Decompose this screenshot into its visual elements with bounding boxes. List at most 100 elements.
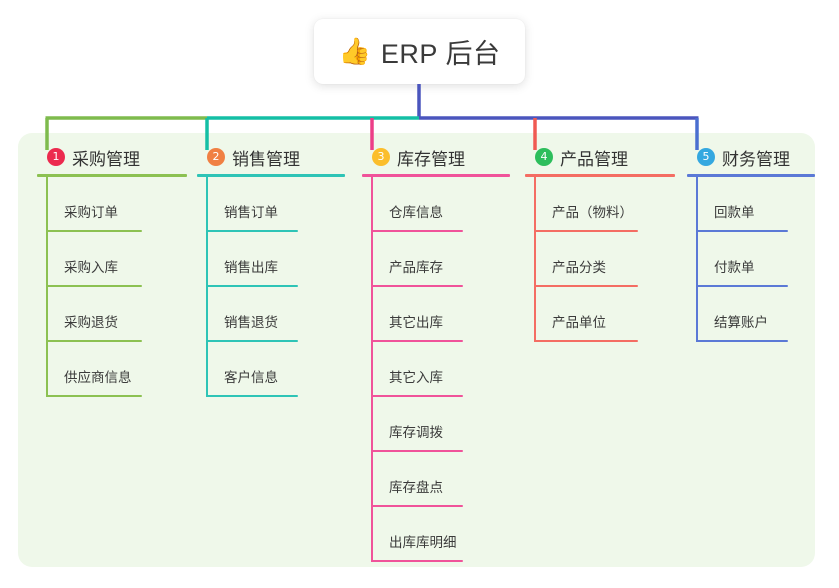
branch-column-5: 5 财务管理回款单付款单结算账户 bbox=[687, 144, 815, 342]
leaf-item[interactable]: 销售出库 bbox=[197, 232, 345, 287]
branch-spine bbox=[46, 177, 48, 397]
leaf-rule bbox=[696, 230, 788, 232]
leaf-label: 其它出库 bbox=[389, 315, 443, 330]
branch-header-rule bbox=[687, 174, 815, 177]
root-node[interactable]: 👍 ERP 后台 bbox=[314, 19, 525, 84]
leaf-rule bbox=[206, 340, 298, 342]
branch-children: 仓库信息产品库存其它出库其它入库库存调拨库存盘点出库库明细 bbox=[362, 177, 510, 562]
leaf-label: 产品分类 bbox=[552, 260, 606, 275]
leaf-label: 其它入库 bbox=[389, 370, 443, 385]
branch-children: 采购订单采购入库采购退货供应商信息 bbox=[37, 177, 187, 397]
leaf-rule bbox=[371, 340, 463, 342]
branch-index-badge: 3 bbox=[372, 148, 390, 166]
branch-header-rule bbox=[362, 174, 510, 177]
leaf-label: 采购订单 bbox=[64, 205, 118, 220]
leaf-item[interactable]: 销售订单 bbox=[197, 177, 345, 232]
branch-title: 财务管理 bbox=[722, 149, 790, 169]
leaf-item[interactable]: 采购订单 bbox=[37, 177, 187, 232]
leaf-rule bbox=[371, 560, 463, 562]
leaf-item[interactable]: 库存调拨 bbox=[362, 397, 510, 452]
leaf-label: 销售退货 bbox=[224, 315, 278, 330]
leaf-label: 付款单 bbox=[714, 260, 755, 275]
leaf-label: 出库库明细 bbox=[389, 535, 457, 550]
branch-header-4[interactable]: 4 产品管理 bbox=[525, 144, 675, 170]
leaf-item[interactable]: 供应商信息 bbox=[37, 342, 187, 397]
leaf-item[interactable]: 产品单位 bbox=[525, 287, 675, 342]
branch-spine bbox=[206, 177, 208, 397]
branch-title: 产品管理 bbox=[560, 149, 628, 169]
leaf-rule bbox=[371, 395, 463, 397]
leaf-rule bbox=[46, 395, 142, 397]
leaf-label: 客户信息 bbox=[224, 370, 278, 385]
leaf-item[interactable]: 其它入库 bbox=[362, 342, 510, 397]
leaf-label: 库存调拨 bbox=[389, 425, 443, 440]
branch-children: 产品（物料） 产品分类产品单位 bbox=[525, 177, 675, 342]
leaf-label: 仓库信息 bbox=[389, 205, 443, 220]
branch-title: 销售管理 bbox=[232, 149, 300, 169]
thumbs-up-icon: 👍 bbox=[338, 36, 371, 67]
leaf-item[interactable]: 采购退货 bbox=[37, 287, 187, 342]
branch-title: 库存管理 bbox=[397, 149, 465, 169]
branch-index-badge: 1 bbox=[47, 148, 65, 166]
branch-spine bbox=[371, 177, 373, 562]
branch-header-rule bbox=[37, 174, 187, 177]
root-title: ERP 后台 bbox=[380, 39, 501, 69]
branch-header-1[interactable]: 1 采购管理 bbox=[37, 144, 187, 170]
branch-children: 销售订单销售出库销售退货客户信息 bbox=[197, 177, 345, 397]
branch-column-3: 3 库存管理仓库信息产品库存其它出库其它入库库存调拨库存盘点出库库明细 bbox=[362, 144, 510, 562]
leaf-rule bbox=[534, 230, 638, 232]
leaf-label: 采购入库 bbox=[64, 260, 118, 275]
branch-header-rule bbox=[197, 174, 345, 177]
leaf-label: 回款单 bbox=[714, 205, 755, 220]
branch-spine bbox=[534, 177, 536, 342]
leaf-label: 供应商信息 bbox=[64, 370, 132, 385]
leaf-rule bbox=[696, 285, 788, 287]
branch-index-badge: 2 bbox=[207, 148, 225, 166]
leaf-rule bbox=[534, 340, 638, 342]
leaf-rule bbox=[46, 340, 142, 342]
branch-column-4: 4 产品管理产品（物料） 产品分类产品单位 bbox=[525, 144, 675, 342]
leaf-item[interactable]: 结算账户 bbox=[687, 287, 815, 342]
leaf-item[interactable]: 付款单 bbox=[687, 232, 815, 287]
leaf-rule bbox=[371, 230, 463, 232]
branch-index-badge: 4 bbox=[535, 148, 553, 166]
branch-spine bbox=[696, 177, 698, 342]
branch-column-1: 1 采购管理采购订单采购入库采购退货供应商信息 bbox=[37, 144, 187, 397]
leaf-item[interactable]: 仓库信息 bbox=[362, 177, 510, 232]
leaf-item[interactable]: 客户信息 bbox=[197, 342, 345, 397]
leaf-item[interactable]: 回款单 bbox=[687, 177, 815, 232]
leaf-item[interactable]: 产品库存 bbox=[362, 232, 510, 287]
leaf-item[interactable]: 其它出库 bbox=[362, 287, 510, 342]
leaf-rule bbox=[206, 230, 298, 232]
branch-header-3[interactable]: 3 库存管理 bbox=[362, 144, 510, 170]
leaf-rule bbox=[371, 450, 463, 452]
root-node-content: 👍 ERP 后台 bbox=[339, 32, 501, 71]
leaf-label: 结算账户 bbox=[714, 315, 768, 330]
leaf-label: 库存盘点 bbox=[389, 480, 443, 495]
leaf-item[interactable]: 库存盘点 bbox=[362, 452, 510, 507]
leaf-item[interactable]: 产品（物料） bbox=[525, 177, 675, 232]
leaf-rule bbox=[534, 285, 638, 287]
leaf-item[interactable]: 采购入库 bbox=[37, 232, 187, 287]
leaf-item[interactable]: 产品分类 bbox=[525, 232, 675, 287]
branch-column-2: 2 销售管理销售订单销售出库销售退货客户信息 bbox=[197, 144, 345, 397]
leaf-label: 产品库存 bbox=[389, 260, 443, 275]
leaf-item[interactable]: 销售退货 bbox=[197, 287, 345, 342]
branches-panel bbox=[18, 133, 815, 567]
leaf-rule bbox=[46, 230, 142, 232]
leaf-rule bbox=[206, 285, 298, 287]
leaf-rule bbox=[371, 285, 463, 287]
leaf-rule bbox=[371, 505, 463, 507]
leaf-rule bbox=[696, 340, 788, 342]
branch-index-badge: 5 bbox=[697, 148, 715, 166]
leaf-item[interactable]: 出库库明细 bbox=[362, 507, 510, 562]
leaf-label: 销售出库 bbox=[224, 260, 278, 275]
leaf-label: 销售订单 bbox=[224, 205, 278, 220]
branch-header-2[interactable]: 2 销售管理 bbox=[197, 144, 345, 170]
branch-title: 采购管理 bbox=[72, 149, 140, 169]
leaf-label: 采购退货 bbox=[64, 315, 118, 330]
leaf-rule bbox=[46, 285, 142, 287]
branch-children: 回款单付款单结算账户 bbox=[687, 177, 815, 342]
branch-header-5[interactable]: 5 财务管理 bbox=[687, 144, 815, 170]
